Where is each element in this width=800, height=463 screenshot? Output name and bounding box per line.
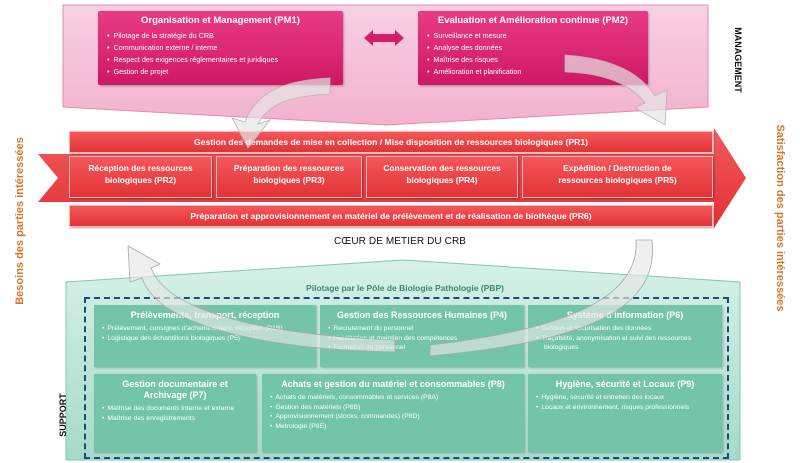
support-box-list: Prélèvement, consignes d’acheminement, r… (102, 324, 308, 343)
support-box-transport: Prélèvements, transport, réception Prélè… (94, 305, 316, 367)
pr3-line1: Préparation des ressources (233, 163, 345, 173)
list-item: Pilotage de la stratégie du CRB (114, 30, 335, 42)
support-box-title: Prélèvements, transport, réception (130, 310, 280, 320)
pr5-box: Expédition / Destruction de ressources b… (522, 156, 713, 198)
support-box-purchasing: Achats et gestion du matériel et consomm… (262, 374, 524, 452)
list-item: Logistique des échantillons biologiques … (107, 334, 308, 344)
pr6-bar: Préparation et approvisionnement en maté… (69, 205, 713, 227)
list-item: Communication externe / interne (114, 42, 335, 54)
list-item: Formation du personnel (333, 343, 516, 353)
support-box-list: Maîtrise des documents interne et extern… (102, 404, 248, 423)
pr2-box: Réception des ressources biologiques (PR… (69, 156, 212, 198)
pr4-line1: Conservation des ressources (383, 163, 501, 173)
pr3-box: Préparation des ressources biologiques (… (216, 156, 362, 198)
pr1-label: Gestion des demandes de mise en collecti… (194, 137, 588, 147)
list-item: Maîtrise des enregistrements (107, 414, 248, 424)
management-label: MANAGEMENT (733, 27, 743, 93)
list-item: Surveillance et mesure (434, 30, 640, 42)
list-item: Maîtrise des documents interne et extern… (107, 404, 248, 414)
support-box-list: Hygiène, sécurité et entretien des locau… (536, 393, 714, 412)
pr1-bar: Gestion des demandes de mise en collecti… (69, 131, 713, 153)
list-item: Maîtrise des risques (434, 54, 640, 66)
support-box-list: Gestion et sécurisation des données Traç… (536, 324, 714, 353)
right-side-label: Satisfaction des parties intéressées (774, 124, 786, 312)
list-item: Analyse des données (434, 42, 640, 54)
pr6-label: Préparation et approvisionnement en maté… (190, 211, 592, 221)
pr2-line2: biologiques (PR2) (104, 175, 177, 185)
pm1-list: Pilotage de la stratégie du CRB Communic… (106, 30, 335, 78)
pr5-line2: ressources biologiques (PR5) (558, 175, 677, 185)
double-arrow-icon (364, 30, 404, 46)
list-item: Respect des exigences réglementaires et … (114, 54, 335, 66)
left-side-label: Besoins des parties intéressées (14, 137, 26, 305)
support-box-information-system: Système d’information (P6) Gestion et sé… (528, 305, 722, 367)
list-item: Prélèvement, consignes d’acheminement, r… (107, 324, 308, 334)
list-item: Gestion des matériels (P8B) (275, 403, 516, 413)
pr4-line2: biologiques (PR4) (406, 175, 478, 185)
list-item: Habilitation et maintien des compétences (333, 334, 516, 344)
list-item: Achats de matériels, consommables et ser… (275, 393, 516, 403)
list-item: Traçabilité, anonymisation et suivi des … (541, 334, 714, 353)
list-item: Locaux et environnement, risques profess… (541, 403, 714, 413)
list-item: Gestion de projet (114, 66, 335, 78)
pm2-list: Surveillance et mesure Analyse des donné… (426, 30, 640, 78)
pr4-box: Conservation des ressources biologiques … (366, 156, 518, 198)
pr5-line1: Expédition / Destruction de (563, 163, 672, 173)
list-item: Métrologie (P8E) (275, 422, 516, 432)
list-item: Recrutement du personnel (333, 324, 516, 334)
support-box-title: Système d’information (P6) (566, 310, 684, 320)
list-item: Approvisionnement (stocks, commandes) (P… (275, 412, 516, 422)
support-label: SUPPORT (58, 393, 68, 437)
support-dashed-frame (84, 297, 729, 459)
pm1-box: Organisation et Management (PM1) Pilotag… (98, 11, 343, 85)
support-box-hygiene: Hygiène, sécurité et Locaux (P9) Hygiène… (528, 374, 722, 452)
pr3-line2: biologiques (PR3) (253, 175, 325, 185)
support-box-title: Gestion documentaire et Archivage (P7) (122, 379, 228, 400)
support-box-list: Recrutement du personnel Habilitation et… (328, 324, 516, 353)
pr2-line1: Réception des ressources (88, 163, 193, 173)
support-box-title: Achats et gestion du matériel et consomm… (281, 379, 505, 389)
list-item: Amélioration et planification (434, 66, 640, 78)
pm2-box: Evaluation et Amélioration continue (PM2… (418, 11, 648, 85)
pm1-title: Organisation et Management (PM1) (141, 15, 300, 26)
support-box-title: Gestion des Ressources Humaines (P4) (336, 310, 508, 320)
support-box-hr: Gestion des Ressources Humaines (P4) Rec… (320, 305, 524, 367)
list-item: Hygiène, sécurité et entretien des locau… (541, 393, 714, 403)
list-item: Gestion et sécurisation des données (541, 324, 714, 334)
support-box-list: Achats de matériels, consommables et ser… (270, 393, 516, 431)
pm2-title: Evaluation et Amélioration continue (PM2… (437, 15, 629, 26)
support-box-title: Hygiène, sécurité et Locaux (P9) (555, 379, 695, 389)
core-title: CŒUR DE METIER DU CRB (333, 236, 467, 247)
support-box-documents: Gestion documentaire et Archivage (P7) M… (94, 374, 256, 452)
pbp-title: Pilotage par le Pôle de Biologie Patholo… (306, 283, 504, 293)
